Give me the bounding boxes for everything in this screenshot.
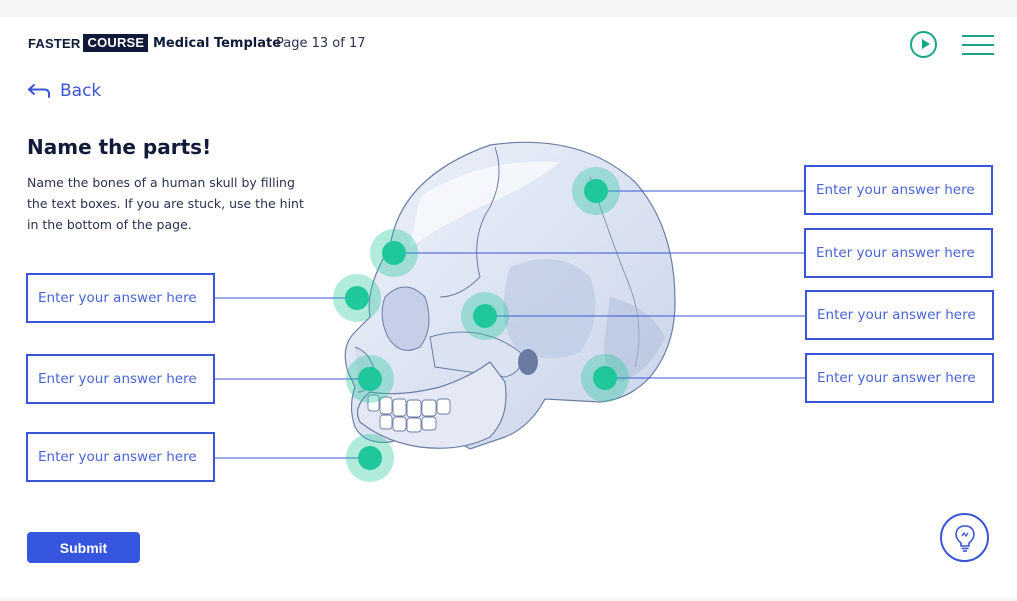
back-label: Back: [60, 81, 102, 101]
page-title: Name the parts!: [27, 135, 212, 159]
skull-illustration: [344, 141, 676, 450]
logo-faster: FASTER: [28, 35, 81, 51]
answer-input-left-1[interactable]: [26, 273, 215, 323]
page-indicator: Page 13 of 17: [276, 36, 366, 51]
play-circle-icon[interactable]: [910, 31, 937, 58]
answer-input-left-2[interactable]: [26, 354, 215, 404]
hint-button[interactable]: [940, 513, 989, 562]
answer-input-right-3[interactable]: [805, 290, 994, 340]
course-title: Medical Template: [153, 36, 282, 51]
answer-input-right-4[interactable]: [805, 353, 994, 403]
answer-input-right-2[interactable]: [804, 228, 993, 278]
back-button[interactable]: Back: [27, 81, 101, 101]
answer-input-right-1[interactable]: [804, 165, 993, 215]
submit-button[interactable]: Submit: [27, 532, 140, 563]
logo-course: COURSE: [83, 34, 149, 52]
lightbulb-icon: [955, 525, 975, 552]
back-arrow-icon: [28, 84, 50, 98]
logo: FASTER COURSE: [28, 34, 149, 52]
answer-input-left-3[interactable]: [26, 432, 215, 482]
label-overlay: [215, 167, 806, 482]
hamburger-menu-icon[interactable]: [962, 34, 994, 56]
instructions: Name the bones of a human skull by filli…: [27, 175, 304, 232]
page: FASTER COURSE Medical Template Page 13 o…: [0, 17, 1017, 598]
header: FASTER COURSE Medical Template Page 13 o…: [0, 17, 1017, 73]
